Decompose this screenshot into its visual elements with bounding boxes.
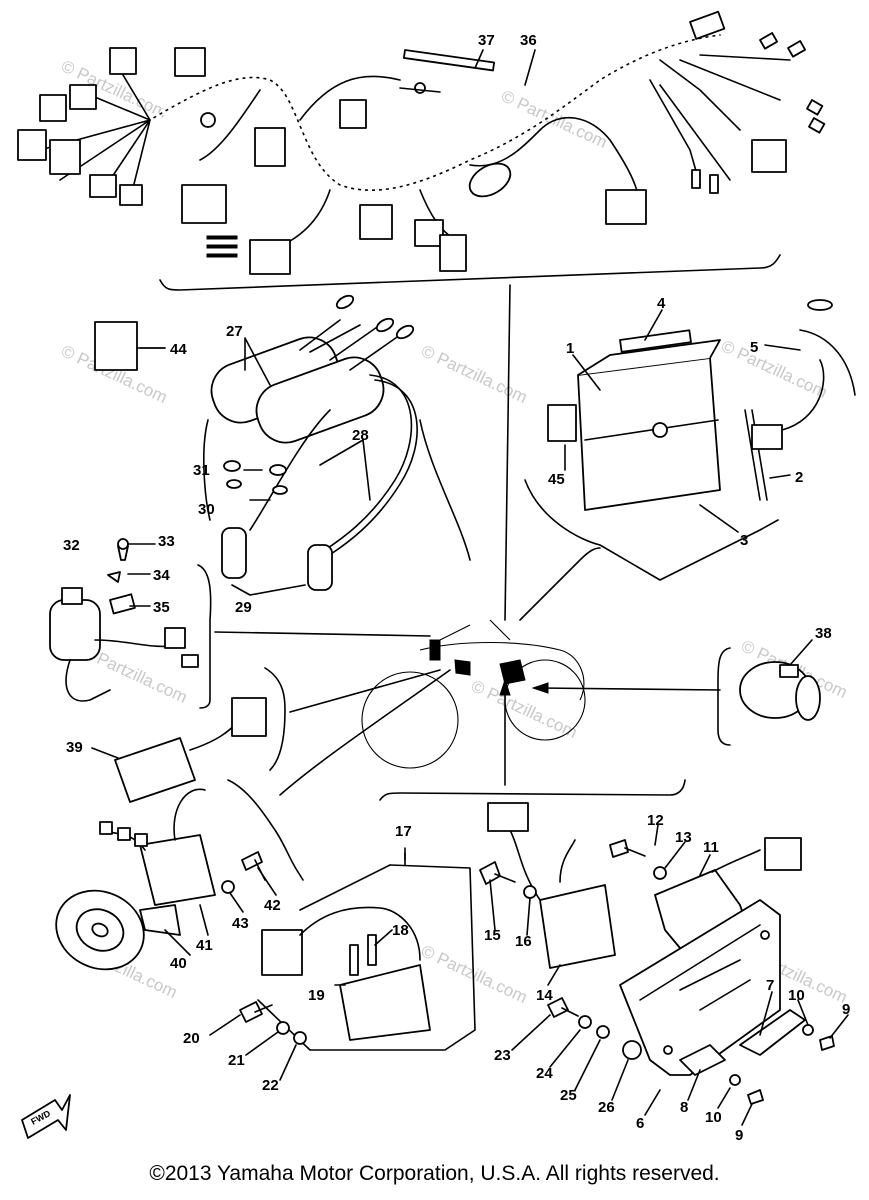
callout-25: 25 (560, 1087, 577, 1104)
callout-22: 22 (262, 1077, 279, 1094)
callout-26: 26 (598, 1099, 615, 1116)
leader-lines (91, 49, 849, 1126)
callout-32: 32 (63, 537, 80, 554)
callout-19: 19 (308, 987, 325, 1004)
main-switch (49, 538, 199, 702)
callout-11: 11 (703, 839, 719, 856)
sensor-unit (739, 661, 821, 721)
callout-41: 41 (196, 937, 213, 954)
callout-24: 24 (536, 1065, 553, 1082)
callout-3: 3 (740, 532, 748, 549)
callout-12: 12 (647, 812, 664, 829)
battery (524, 299, 856, 581)
callout-9b: 9 (735, 1127, 743, 1144)
callout-35: 35 (153, 599, 170, 616)
horn (55, 889, 181, 971)
forward-arrow-icon: FWD (21, 1094, 71, 1139)
callout-6: 6 (636, 1115, 644, 1132)
callout-28: 28 (352, 427, 369, 444)
callout-4: 4 (657, 295, 666, 312)
callout-44: 44 (170, 341, 187, 358)
callout-7: 7 (766, 977, 774, 994)
wiring-diagram: © Partzilla.com © Partzilla.com © Partzi… (17, 10, 856, 1144)
callout-20: 20 (183, 1030, 200, 1047)
callout-2: 2 (795, 469, 803, 486)
callout-18: 18 (392, 922, 409, 939)
callout-10b: 10 (705, 1109, 722, 1126)
callout-9: 9 (842, 1001, 850, 1018)
callout-36: 36 (520, 32, 537, 49)
callout-17: 17 (395, 823, 412, 840)
callout-30: 30 (198, 501, 215, 518)
callout-45: 45 (548, 471, 565, 488)
callout-21: 21 (228, 1052, 245, 1069)
wire-harness (17, 10, 826, 275)
callout-38: 38 (815, 625, 832, 642)
regulator-unit (99, 788, 216, 906)
callout-5: 5 (750, 339, 758, 356)
callout-37: 37 (478, 32, 495, 49)
ignitor-unit (261, 906, 431, 1041)
callout-13: 13 (675, 829, 692, 846)
callout-33: 33 (158, 533, 175, 550)
flasher-relay (114, 697, 267, 803)
callout-10: 10 (788, 987, 805, 1004)
ignition-coil (210, 294, 418, 591)
watermark: © Partzilla.com (498, 86, 610, 152)
watermark: © Partzilla.com (468, 676, 580, 742)
rectifier-unit (487, 802, 616, 969)
callout-8: 8 (680, 1099, 688, 1116)
callout-14: 14 (536, 987, 553, 1004)
watermark: © Partzilla.com (418, 341, 530, 407)
callout-27: 27 (226, 323, 243, 340)
callout-34: 34 (153, 567, 170, 584)
callout-1: 1 (566, 340, 574, 357)
callout-16: 16 (515, 933, 532, 950)
voltage-regulator (619, 837, 802, 1076)
callout-labels: 1 2 3 4 5 6 7 8 9 9 10 10 11 12 13 14 15… (63, 32, 850, 1144)
callout-29: 29 (235, 599, 252, 616)
callout-39: 39 (66, 739, 83, 756)
copyright-notice: ©2013 Yamaha Motor Corporation, U.S.A. A… (149, 1162, 720, 1185)
callout-40: 40 (170, 955, 187, 972)
callout-43: 43 (232, 915, 249, 932)
callout-31: 31 (193, 462, 210, 479)
callout-23: 23 (494, 1047, 511, 1064)
callout-15: 15 (484, 927, 501, 944)
band-strap (402, 49, 496, 72)
callout-42: 42 (264, 897, 281, 914)
relay (94, 321, 138, 371)
